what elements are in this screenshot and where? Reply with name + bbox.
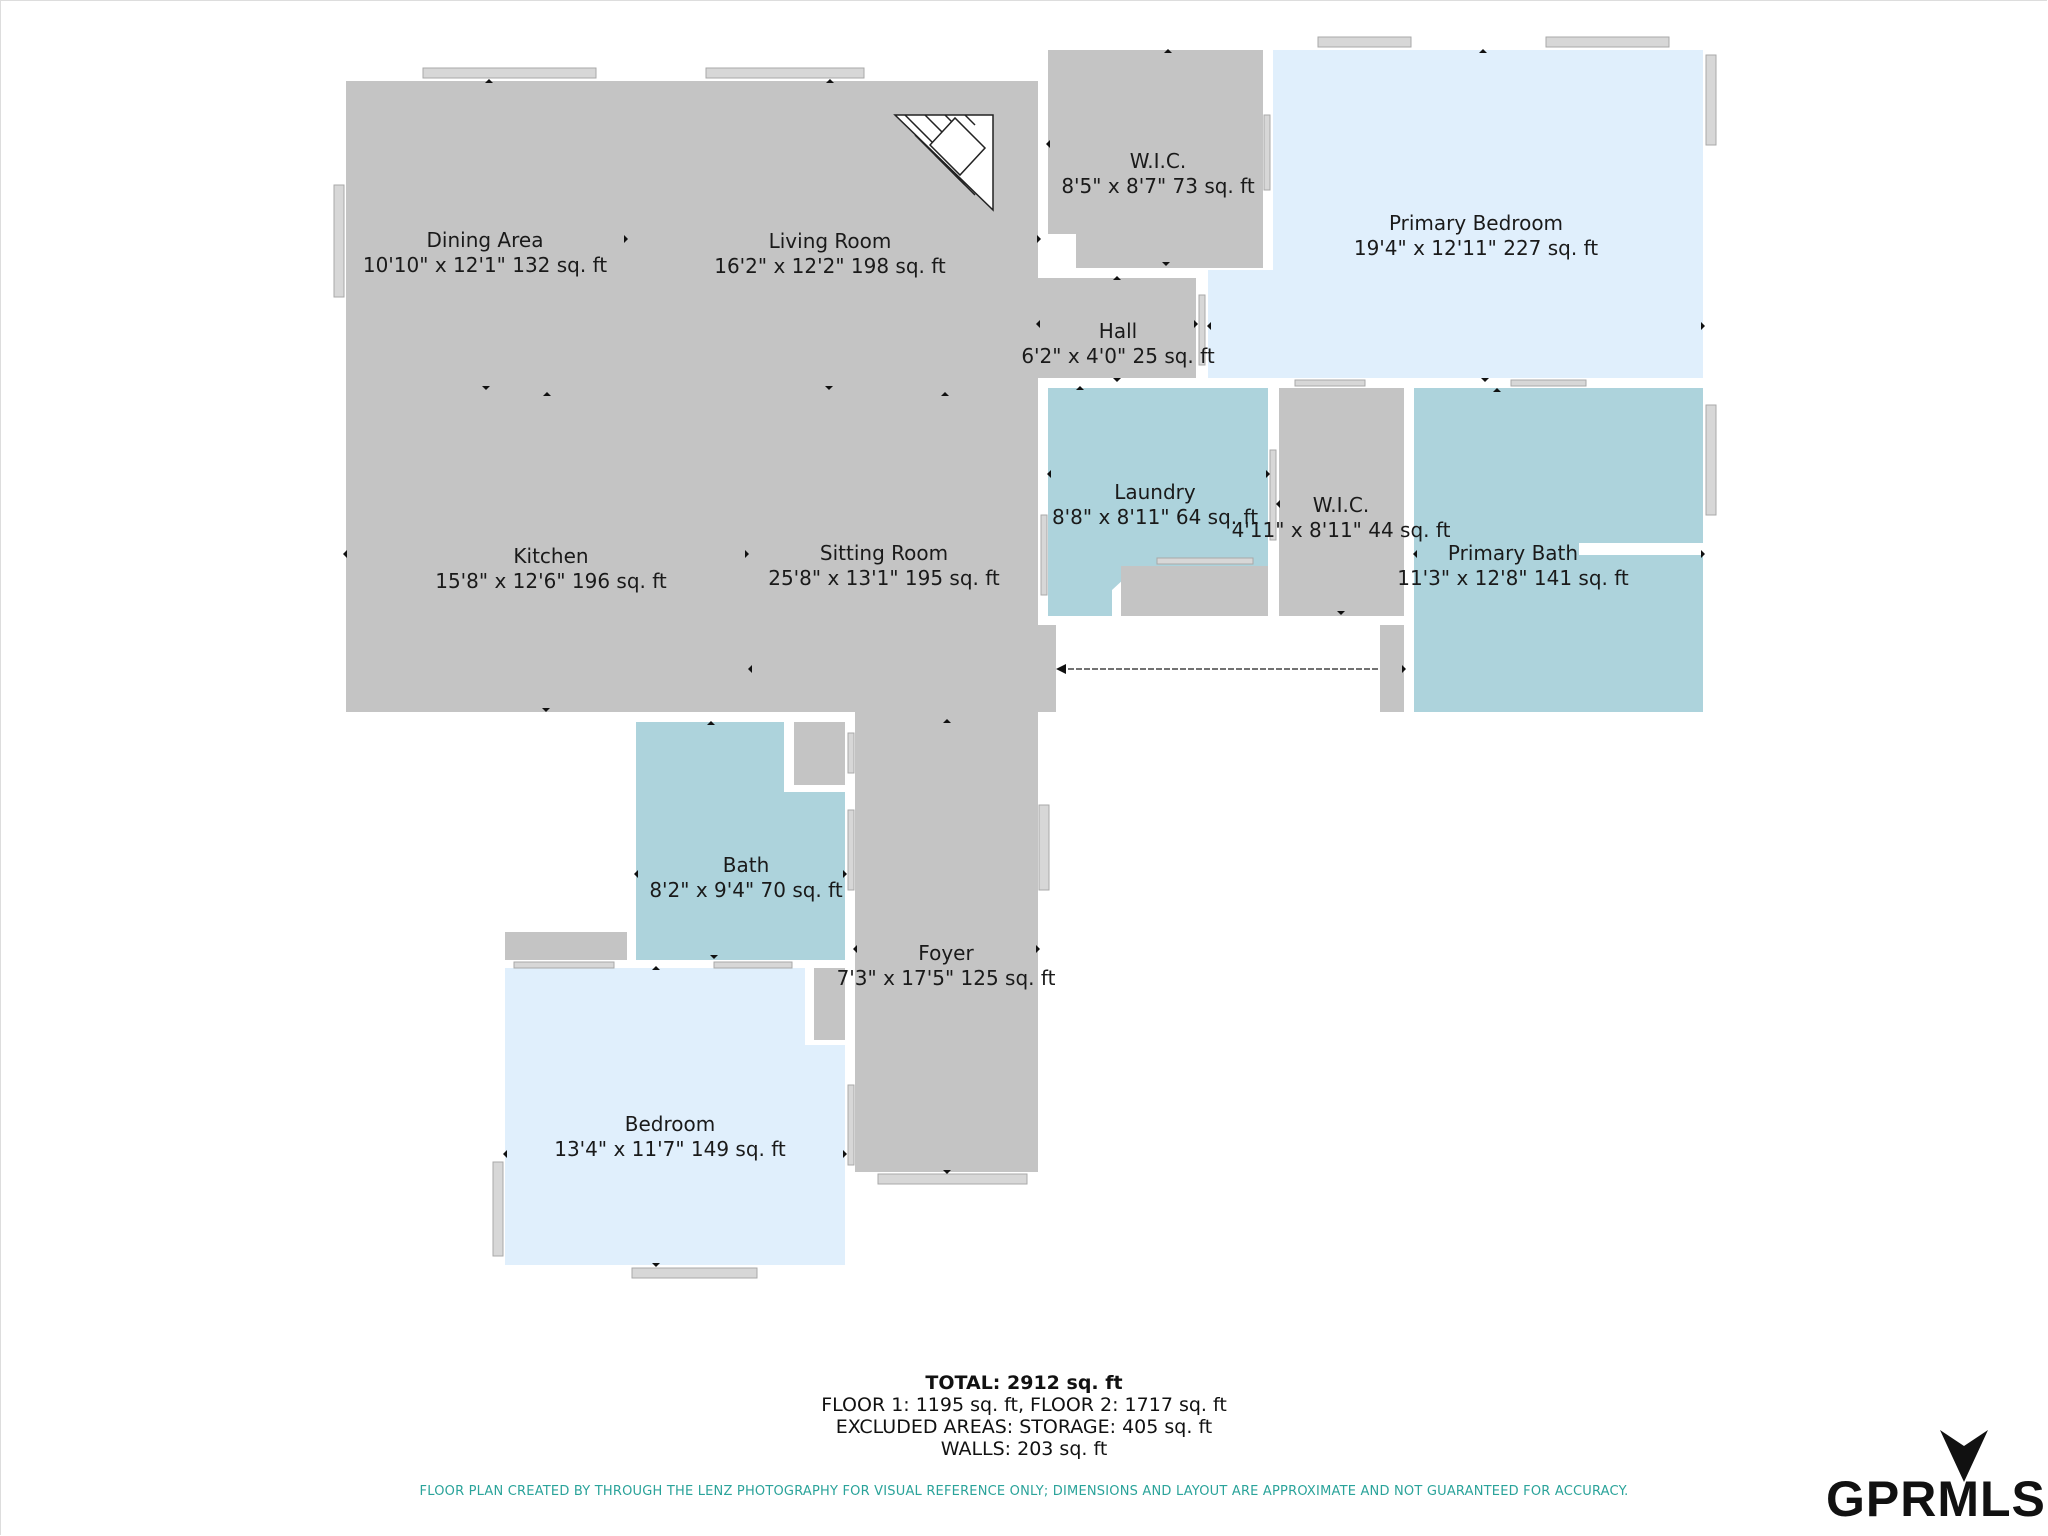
- bath-closet: [794, 722, 845, 785]
- room-label-wic-lower: W.I.C. 4'11" x 8'11" 44 sq. ft: [1232, 493, 1451, 543]
- room-dimensions: 16'2" x 12'2" 198 sq. ft: [714, 254, 946, 278]
- room-dimensions: 10'10" x 12'1" 132 sq. ft: [362, 253, 608, 277]
- room-label-kitchen: Kitchen 15'8" x 12'6" 196 sq. ft: [435, 544, 667, 594]
- room-name: Foyer: [918, 941, 974, 965]
- excluded-areas: EXCLUDED AREAS: STORAGE: 405 sq. ft: [835, 1416, 1213, 1438]
- fireplace-icon: [893, 114, 994, 212]
- room-dimensions: 11'3" x 12'8" 141 sq. ft: [1397, 566, 1629, 590]
- floor-areas: FLOOR 1: 1195 sq. ft, FLOOR 2: 1717 sq. …: [821, 1394, 1227, 1416]
- room-label-foyer: Foyer 7'3" x 17'5" 125 sq. ft: [837, 941, 1056, 991]
- disclaimer-text: FLOOR PLAN CREATED BY THROUGH THE LENZ P…: [419, 1484, 1629, 1499]
- wic-lower-room: [1279, 388, 1404, 616]
- primary-bedroom-room: [1208, 50, 1703, 378]
- room-dimensions: 19'4" x 12'11" 227 sq. ft: [1353, 236, 1599, 260]
- room-name: Hall: [1098, 319, 1138, 343]
- windows: [333, 36, 1717, 1279]
- dimension-line: [1056, 664, 1378, 674]
- room-dimensions: 25'8" x 13'1" 195 sq. ft: [768, 566, 1000, 590]
- tick-markers: [343, 49, 1705, 1267]
- room-name: Bath: [722, 853, 770, 877]
- room-name: Laundry: [1114, 480, 1196, 504]
- walls-area: WALLS: 203 sq. ft: [940, 1438, 1108, 1460]
- room-name: Primary Bedroom: [1388, 211, 1564, 235]
- room-dimensions: 15'8" x 12'6" 196 sq. ft: [435, 569, 667, 593]
- laundry-counter: [1121, 566, 1268, 616]
- wic-upper-room: [1048, 50, 1263, 268]
- room-label-wic-upper: W.I.C. 8'5" x 8'7" 73 sq. ft: [1061, 149, 1254, 199]
- logo-text: GPRMLS: [1826, 1471, 2046, 1527]
- main-living-block: [346, 81, 1196, 1172]
- room-name: Kitchen: [513, 544, 589, 568]
- room-label-hall: Hall 6'2" x 4'0" 25 sq. ft: [1021, 319, 1214, 369]
- area-totals: TOTAL: 2912 sq. ft FLOOR 1: 1195 sq. ft,…: [0, 1372, 2048, 1460]
- bedroom-room: [505, 968, 845, 1265]
- room-dimensions: 8'8" x 8'11" 64 sq. ft: [1051, 505, 1259, 529]
- room-name: Living Room: [768, 229, 892, 253]
- total-area: TOTAL: 2912 sq. ft: [925, 1372, 1123, 1394]
- room-dimensions: 7'3" x 17'5" 125 sq. ft: [836, 966, 1056, 990]
- room-label-laundry: Laundry 8'8" x 8'11" 64 sq. ft: [1052, 480, 1258, 530]
- room-dimensions: 13'4" x 11'7" 149 sq. ft: [554, 1137, 786, 1161]
- room-label-living-room: Living Room 16'2" x 12'2" 198 sq. ft: [714, 229, 946, 279]
- room-dimensions: 4'11" x 8'11" 44 sq. ft: [1231, 518, 1451, 542]
- room-name: Dining Area: [426, 228, 544, 252]
- room-label-bedroom: Bedroom 13'4" x 11'7" 149 sq. ft: [554, 1112, 786, 1162]
- gprmls-logo: GPRMLS: [1826, 1418, 2045, 1528]
- room-dimensions: 8'5" x 8'7" 73 sq. ft: [1061, 174, 1255, 198]
- room-label-bath: Bath 8'2" x 9'4" 70 sq. ft: [649, 853, 842, 903]
- room-name: Primary Bath: [1447, 541, 1579, 565]
- room-name: W.I.C.: [1129, 149, 1187, 173]
- north-arrow-icon: [1940, 1430, 1988, 1482]
- bath-room: [636, 722, 845, 960]
- room-dimensions: 8'2" x 9'4" 70 sq. ft: [649, 878, 843, 902]
- room-label-sitting-room: Sitting Room 25'8" x 13'1" 195 sq. ft: [768, 541, 1000, 591]
- storage-block: [505, 932, 627, 960]
- bedroom-closet: [814, 968, 845, 1040]
- room-dimensions: 6'2" x 4'0" 25 sq. ft: [1021, 344, 1215, 368]
- room-name: Sitting Room: [819, 541, 949, 565]
- room-label-dining-area: Dining Area 10'10" x 12'1" 132 sq. ft: [363, 228, 607, 278]
- primary-bath-room: [1414, 388, 1703, 712]
- room-label-primary-bath: Primary Bath 11'3" x 12'8" 141 sq. ft: [1397, 541, 1629, 591]
- storage-pillar: [1380, 625, 1404, 712]
- room-name: W.I.C.: [1312, 493, 1370, 517]
- room-name: Bedroom: [624, 1112, 716, 1136]
- room-label-primary-bedroom: Primary Bedroom 19'4" x 12'11" 227 sq. f…: [1354, 211, 1598, 261]
